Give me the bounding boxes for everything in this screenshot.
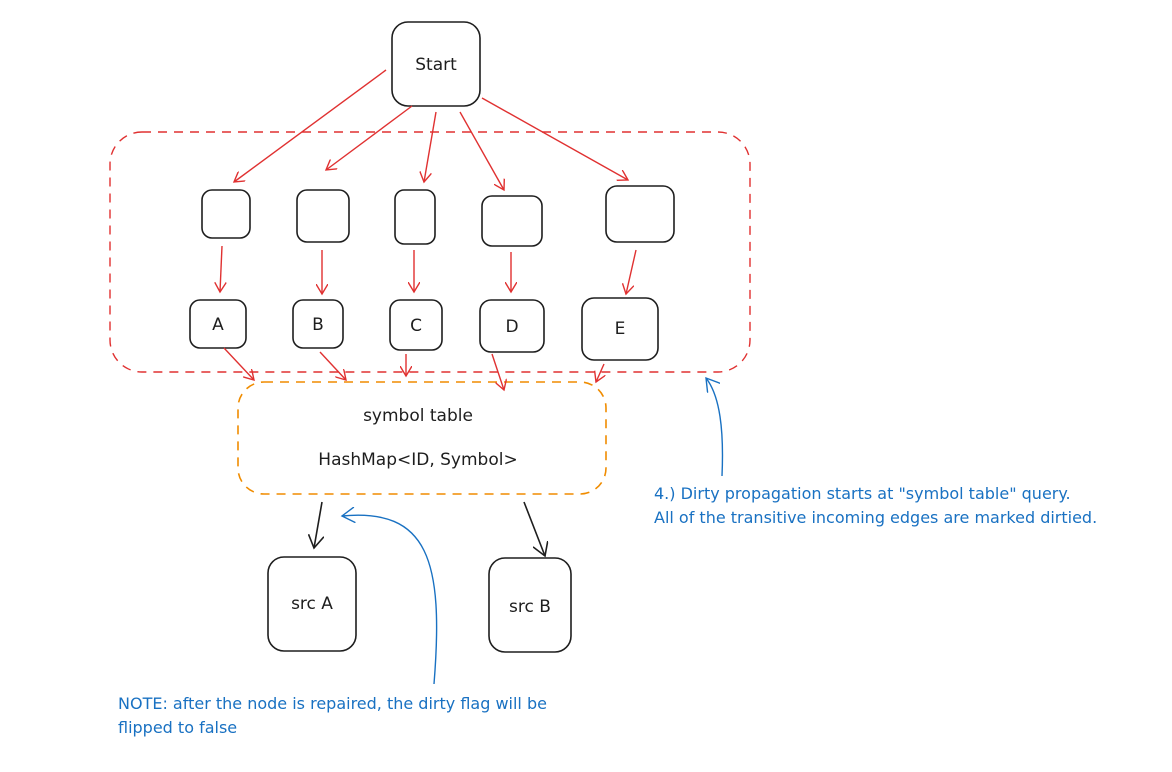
intermediate-node-2[interactable] [296,189,350,243]
start-label: Start [415,55,457,75]
node-c[interactable]: C [389,299,443,351]
start-node[interactable]: Start [391,21,481,107]
intermediate-node-4[interactable] [481,195,543,247]
node-b[interactable]: B [292,299,344,349]
edge-intermediate-1-to-a [220,245,222,292]
annotation-arrow-repair-note [342,515,438,685]
dirty-region [109,131,751,373]
edge-symbol-table-to-src-b [523,501,545,556]
dirty-propagation-note: 4.) Dirty propagation starts at "symbol … [654,482,1097,530]
edge-start-to-intermediate-2 [326,105,413,170]
edge-start-to-intermediate-5 [481,97,628,180]
annotation-arrow-dirty-propagation [706,378,724,477]
node-d[interactable]: D [479,299,545,353]
symbol-table-type: HashMap<ID, Symbol> [318,450,517,470]
src-a-node[interactable]: src A [267,556,357,652]
src-b-node[interactable]: src B [488,557,572,653]
edge-d-to-symbol-table [491,353,504,390]
intermediate-node-5[interactable] [605,185,675,243]
src-b-label: src B [509,597,551,617]
node-b-label: B [312,315,324,335]
node-e-label: E [615,319,626,339]
repair-note-line-1: NOTE: after the node is repaired, the di… [118,694,547,713]
node-c-label: C [410,316,422,336]
edge-b-to-symbol-table [319,351,346,380]
edge-start-to-intermediate-1 [234,69,387,182]
edge-intermediate-5-to-e [626,249,637,294]
edge-start-to-intermediate-3 [424,111,437,182]
symbol-table-title: symbol table [363,406,473,426]
intermediate-node-1[interactable] [201,189,251,239]
edge-a-to-symbol-table [223,347,254,380]
src-a-label: src A [291,594,333,614]
edge-start-to-intermediate-4 [459,111,504,190]
node-a-label: A [212,315,224,335]
symbol-table-node[interactable] [237,381,607,495]
repair-note-line-2: flipped to false [118,718,238,737]
edge-symbol-table-to-src-a [314,501,322,548]
node-e[interactable]: E [581,297,659,361]
node-a[interactable]: A [189,299,247,349]
dirty-propagation-note-line-2: All of the transitive incoming edges are… [654,508,1098,527]
repair-note: NOTE: after the node is repaired, the di… [118,692,547,740]
intermediate-node-3[interactable] [394,189,436,245]
dirty-propagation-note-line-1: 4.) Dirty propagation starts at "symbol … [654,484,1071,503]
edge-e-to-symbol-table [596,363,604,382]
node-d-label: D [505,317,518,337]
